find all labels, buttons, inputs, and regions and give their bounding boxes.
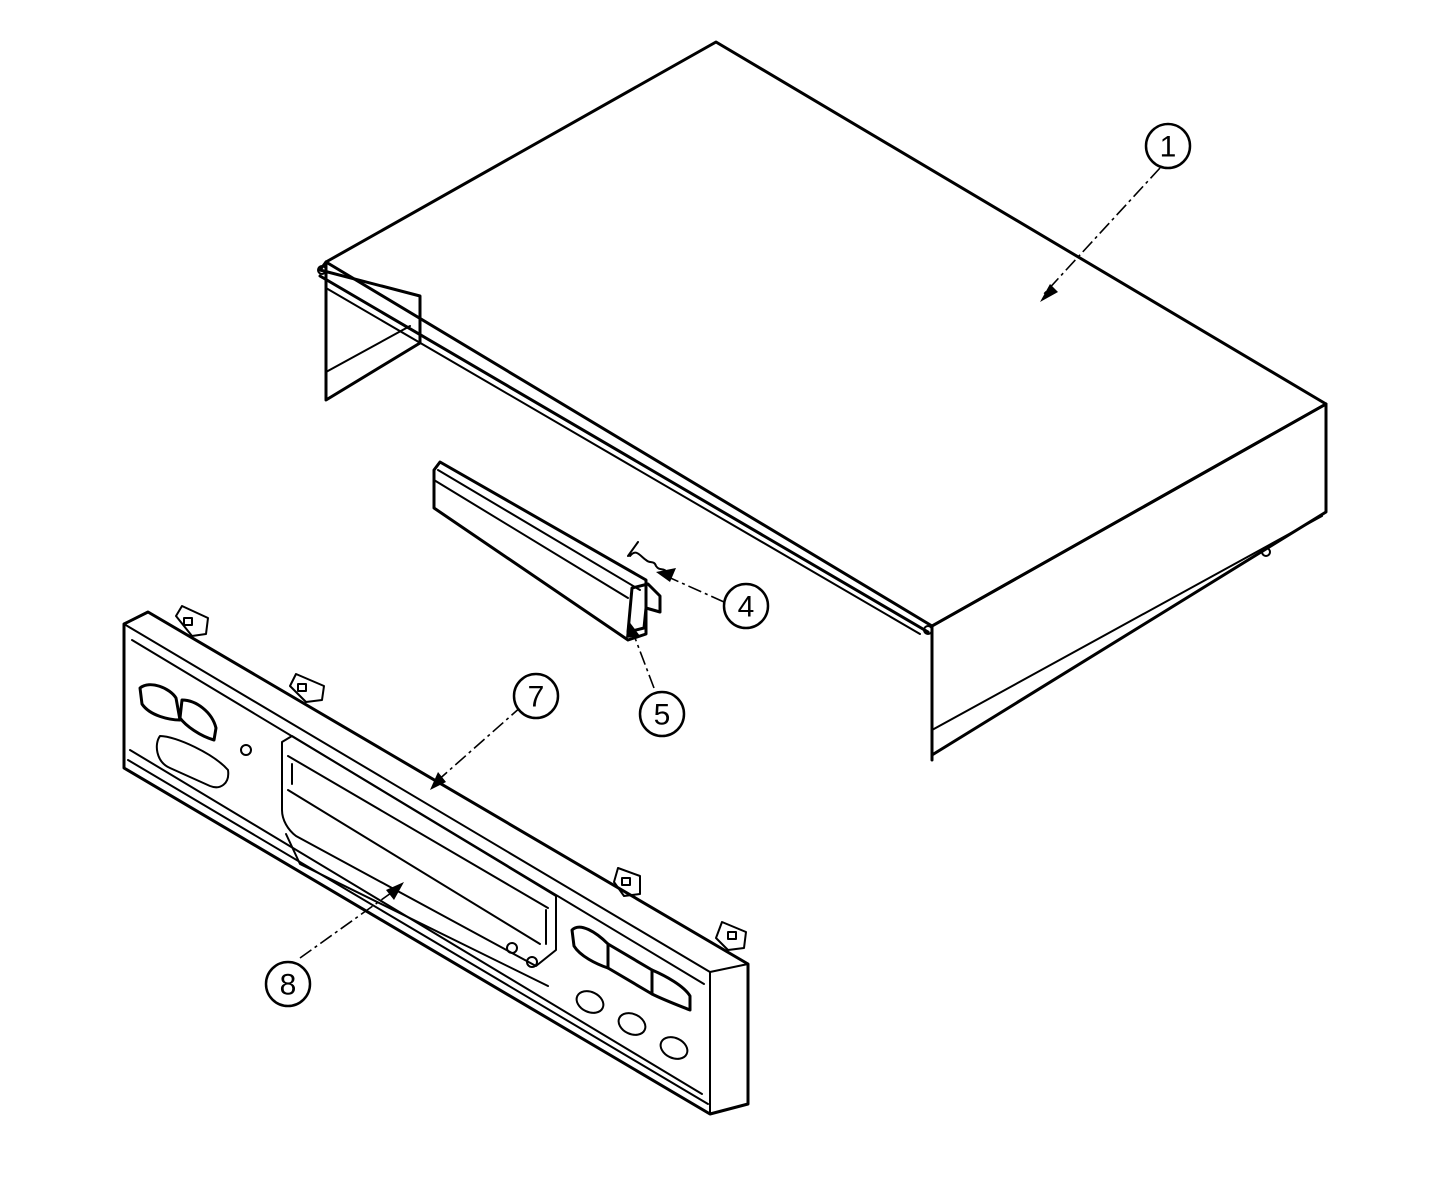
- callout-7-label: 7: [528, 681, 545, 714]
- mounting-tabs: [175, 605, 747, 951]
- callout-8-label: 8: [280, 969, 297, 1002]
- front-panel-face: [122, 610, 750, 1116]
- cassette-door: [281, 735, 557, 987]
- bracket-plate: [432, 460, 648, 642]
- bracket-assembly: [432, 460, 669, 642]
- right-control-cluster: [570, 925, 692, 1060]
- callout-4: 4: [722, 582, 770, 630]
- top-cover-right-side: [930, 402, 1328, 757]
- callout-1: 1: [1144, 122, 1192, 170]
- top-cover-left-side: [318, 260, 422, 402]
- callout-8: 8: [264, 960, 312, 1008]
- callout-4-label: 4: [738, 591, 755, 624]
- callout-5: 5: [638, 690, 686, 738]
- callout-7: 7: [512, 672, 560, 720]
- clip: [626, 582, 662, 634]
- leader-lines: [299, 167, 1161, 959]
- top-cover: [317, 40, 1328, 762]
- callout-5-label: 5: [654, 699, 671, 732]
- front-panel: [122, 605, 750, 1116]
- left-control-cluster: [138, 683, 252, 789]
- spring: [627, 541, 669, 575]
- callout-1-label: 1: [1160, 131, 1177, 164]
